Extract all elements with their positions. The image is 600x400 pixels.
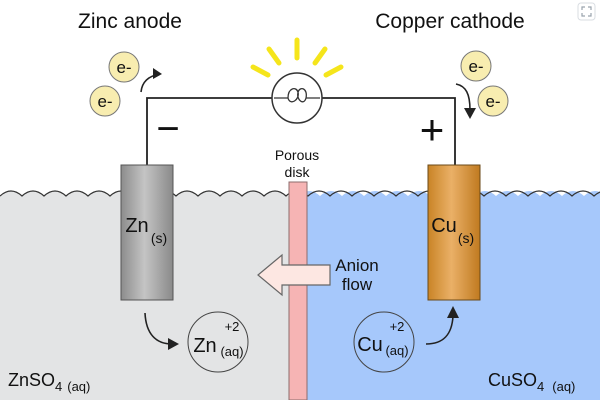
cuso4-label: CuSO4(aq) bbox=[488, 370, 575, 394]
electron-anode-1: e- bbox=[108, 51, 140, 83]
anion-flow-label-line2: flow bbox=[342, 275, 373, 294]
anode-minus-sign: − bbox=[156, 107, 179, 151]
porous-disk-label-line1: Porous bbox=[275, 147, 319, 163]
light-bulb-icon bbox=[250, 37, 344, 124]
copper-electrode-state: (s) bbox=[458, 230, 474, 246]
svg-text:(aq): (aq) bbox=[220, 344, 243, 359]
anion-flow-arrow bbox=[257, 253, 331, 297]
cathode-plus-sign: + bbox=[420, 106, 445, 153]
expand-icon[interactable] bbox=[577, 2, 596, 21]
svg-text:e-: e- bbox=[97, 92, 112, 111]
svg-text:+2: +2 bbox=[390, 319, 405, 334]
copper-cathode-label: Copper cathode bbox=[375, 10, 524, 33]
svg-text:e-: e- bbox=[468, 57, 483, 76]
electron-flow-arrow-anode bbox=[140, 68, 162, 93]
circuit-wire bbox=[146, 97, 456, 165]
electron-cathode-2: e- bbox=[477, 85, 509, 117]
copper-ion: Cu +2 (aq) bbox=[353, 311, 415, 373]
copper-ion-arrow bbox=[425, 315, 454, 345]
copper-electrode bbox=[427, 164, 481, 301]
anion-flow-label-line1: Anion bbox=[335, 256, 378, 275]
electron-anode-2: e- bbox=[89, 85, 121, 117]
solution-surface bbox=[0, 190, 600, 197]
porous-disk bbox=[288, 181, 308, 400]
copper-electrode-symbol: Cu bbox=[431, 215, 457, 237]
electron-cathode-1: e- bbox=[460, 50, 492, 82]
zinc-ion-arrowhead bbox=[168, 338, 179, 350]
svg-text:(aq): (aq) bbox=[385, 343, 408, 358]
svg-text:e-: e- bbox=[485, 92, 500, 111]
zinc-electrode bbox=[120, 164, 174, 301]
copper-ion-arrowhead bbox=[447, 306, 459, 318]
svg-text:Zn: Zn bbox=[193, 335, 216, 357]
svg-text:e-: e- bbox=[116, 58, 131, 77]
zinc-electrode-symbol: Zn bbox=[125, 215, 148, 237]
zinc-anode-label: Zinc anode bbox=[78, 10, 182, 33]
znso4-label: ZnSO4(aq) bbox=[8, 370, 90, 394]
svg-text:+2: +2 bbox=[225, 319, 240, 334]
electron-flow-arrow-cathode bbox=[455, 83, 476, 119]
svg-text:Cu: Cu bbox=[357, 334, 383, 356]
zinc-ion: Zn +2 (aq) bbox=[187, 311, 249, 373]
zinc-electrode-state: (s) bbox=[151, 230, 167, 246]
porous-disk-label-line2: disk bbox=[285, 164, 311, 180]
